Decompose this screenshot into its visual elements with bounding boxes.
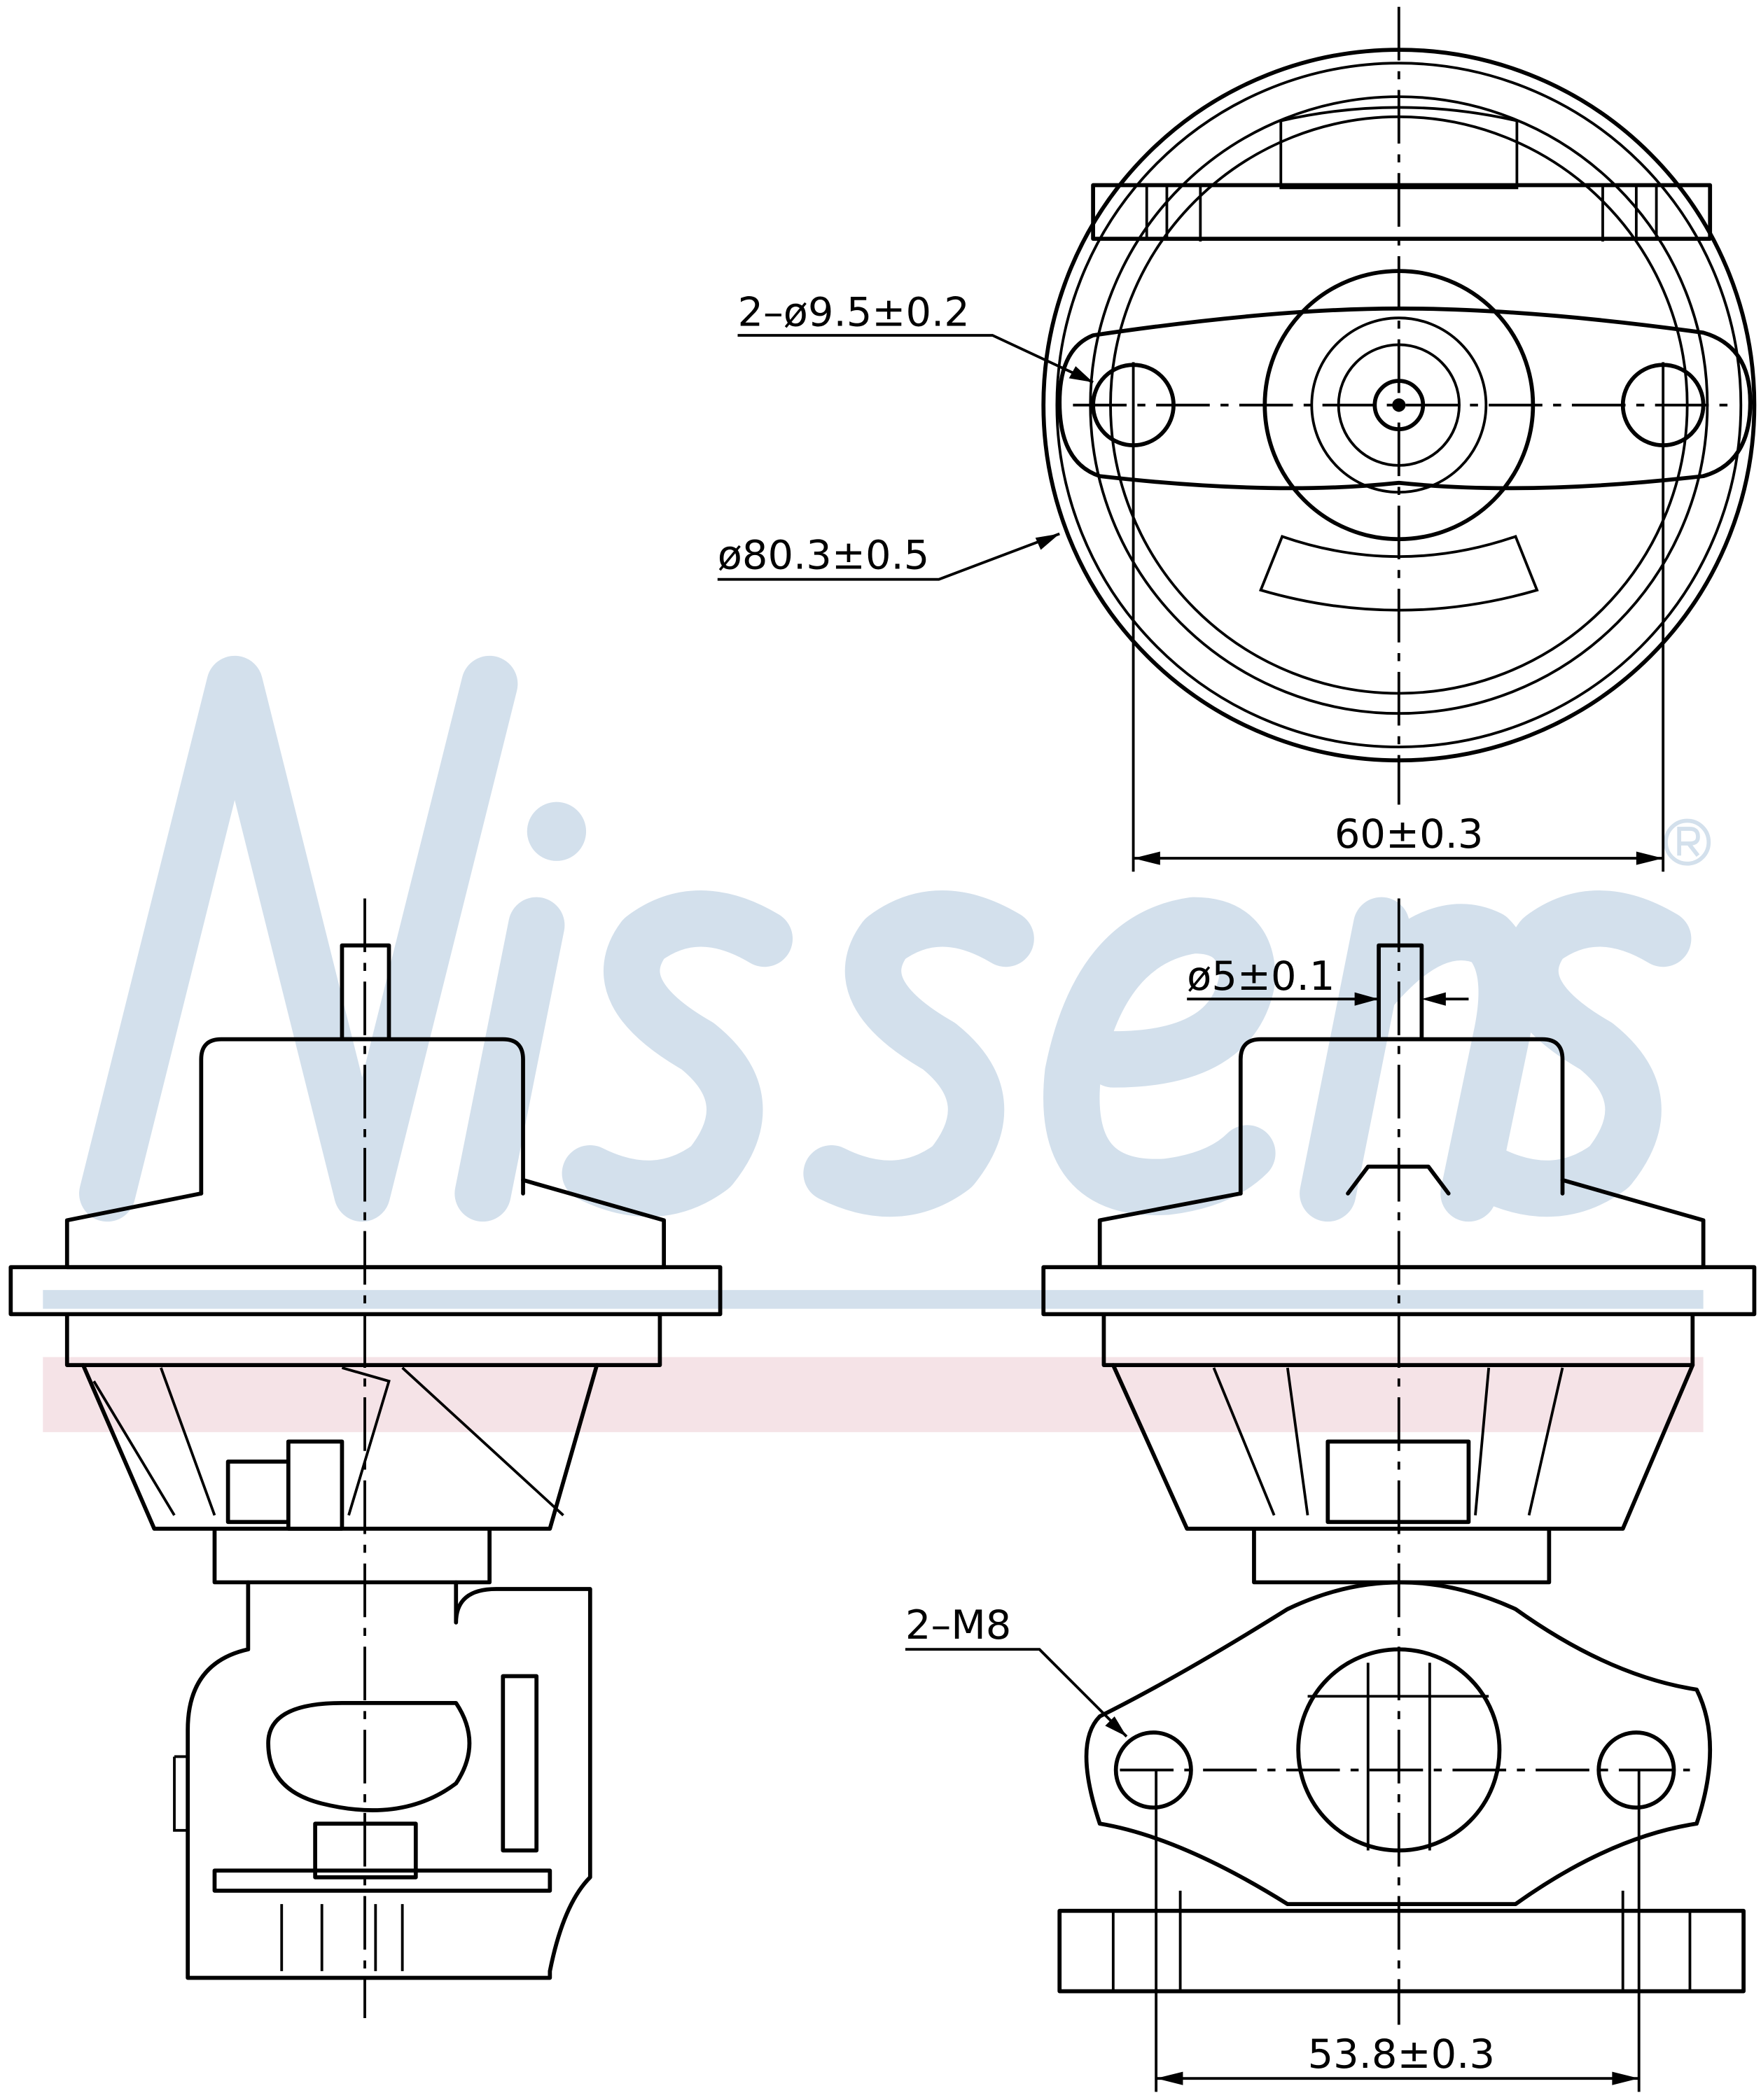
bolt-holes-dimension: 2–ø9.5±0.2 (738, 289, 970, 336)
stem-diameter-dimension: ø5±0.1 (1187, 953, 1335, 1000)
flange-hole-spacing-dimension: 53.8±0.3 (1308, 2031, 1495, 2078)
side-view (8, 898, 723, 2018)
hole-spacing-top-dimension: 60±0.3 (1335, 811, 1484, 858)
registered-mark-icon (1664, 818, 1711, 866)
nissens-watermark (43, 655, 1711, 1432)
front-view (905, 898, 1757, 2092)
diaphragm-diameter-dimension: ø80.3±0.5 (718, 531, 930, 578)
top-view (717, 6, 1757, 872)
flange-thread-label: 2–M8 (905, 1602, 1011, 1648)
